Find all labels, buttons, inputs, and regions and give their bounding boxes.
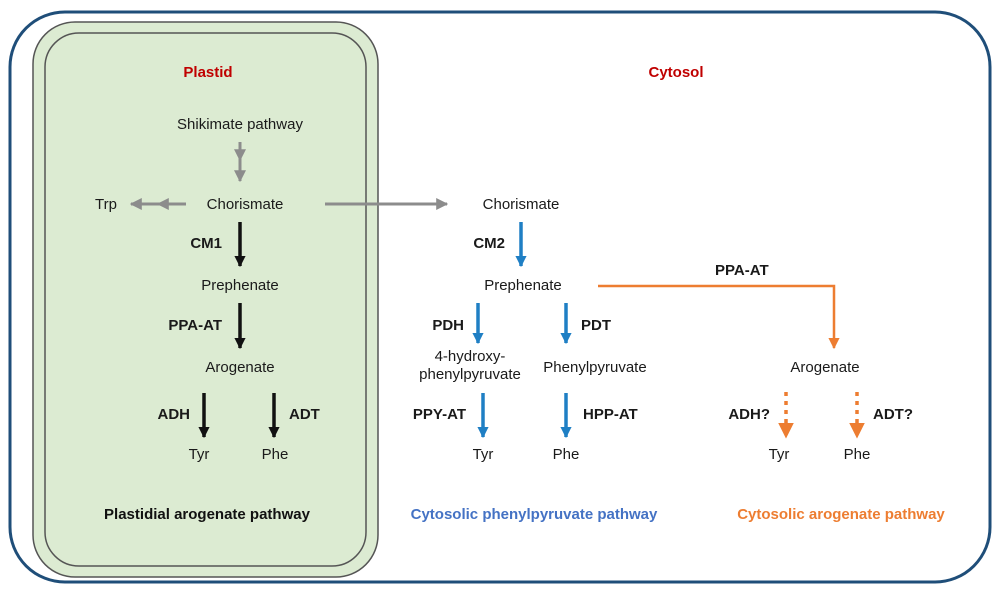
cytosol-adh-label: ADH?	[728, 406, 770, 423]
cytosol-aro-tyr-label: Tyr	[768, 446, 790, 463]
cytosol-aro-phe-label: Phe	[843, 446, 871, 463]
pdt-label: PDT	[581, 317, 611, 334]
plastid-label: Plastid	[183, 64, 233, 81]
cm2-label: CM2	[473, 235, 505, 252]
hydroxyphenylpyruvate-line2: phenylpyruvate	[419, 366, 521, 383]
cytosol-adt-label: ADT?	[873, 406, 913, 423]
cytosol-label: Cytosol	[648, 64, 704, 81]
cytosol-prephenate-label: Prephenate	[484, 277, 562, 294]
plastid-phe-label: Phe	[261, 446, 289, 463]
cytosolic-arogenate-pathway-title: Cytosolic arogenate pathway	[737, 506, 945, 523]
arrow-ppa-at-cytosol	[598, 284, 840, 350]
plastid-outer-membrane	[32, 21, 379, 578]
shikimate-pathway-label: Shikimate pathway	[177, 116, 303, 133]
cytosol-phe-label: Phe	[552, 446, 580, 463]
plastid-inner-membrane	[44, 32, 367, 567]
plastid-arogenate-label: Arogenate	[205, 359, 275, 376]
plastid-prephenate-label: Prephenate	[201, 277, 279, 294]
phenylpyruvate-label: Phenylpyruvate	[543, 359, 647, 376]
pdh-label: PDH	[432, 317, 464, 334]
hpp-at-label: HPP-AT	[583, 406, 638, 423]
plastid-chorismate-label: Chorismate	[206, 196, 284, 213]
ppy-at-label: PPY-AT	[412, 406, 466, 423]
cytosol-ppa-at-label: PPA-AT	[715, 262, 769, 279]
plastid-adh-label: ADH	[157, 406, 191, 423]
plastidial-pathway-title: Plastidial arogenate pathway	[104, 506, 310, 523]
cytosol-chorismate-label: Chorismate	[482, 196, 560, 213]
cm1-label: CM1	[190, 235, 222, 252]
plastid-adt-label: ADT	[289, 406, 320, 423]
cytosol-arogenate-label: Arogenate	[790, 359, 860, 376]
cytosolic-phenylpyruvate-pathway-title: Cytosolic phenylpyruvate pathway	[410, 506, 658, 523]
plastid-tyr-label: Tyr	[188, 446, 210, 463]
hydroxyphenylpyruvate-label: 4-hydroxy- phenylpyruvate	[419, 348, 521, 384]
plastid-ppa-at-label: PPA-AT	[168, 317, 222, 334]
cytosol-tyr-label: Tyr	[472, 446, 494, 463]
hydroxyphenylpyruvate-line1: 4-hydroxy-	[434, 348, 506, 365]
trp-label: Trp	[95, 196, 117, 213]
